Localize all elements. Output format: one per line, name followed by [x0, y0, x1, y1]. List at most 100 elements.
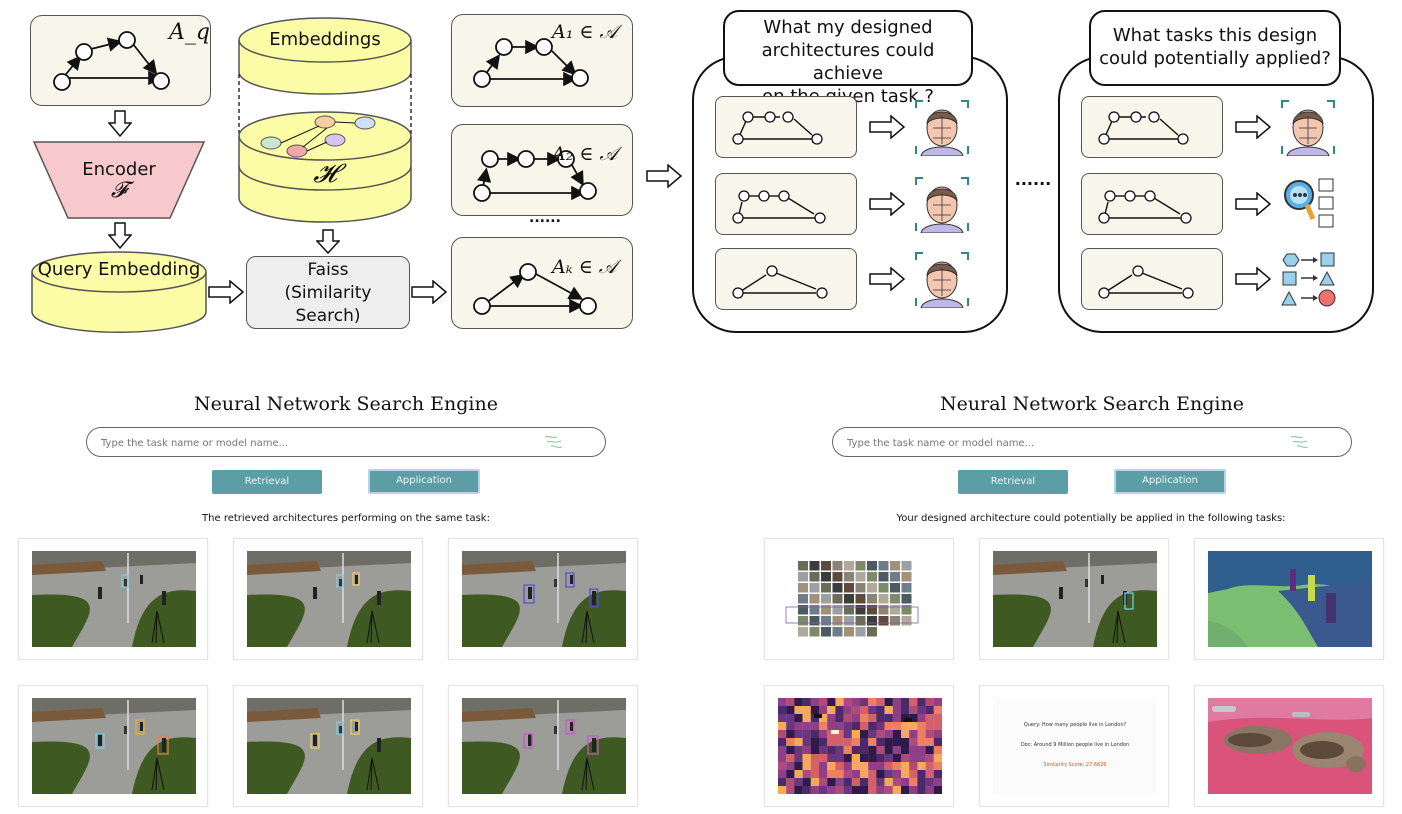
faiss-label-line2: (Similarity [284, 283, 372, 303]
result-architecture-card: A₁ ∈ 𝒜 [451, 14, 633, 107]
encoder-block [32, 141, 206, 219]
result-architecture-graph [473, 150, 597, 202]
results-caption: The retrieved architectures performing o… [202, 513, 490, 524]
application-question-line2: could potentially applied? [1099, 48, 1331, 69]
right-arrow-icon [869, 115, 905, 139]
application-button[interactable]: Application [368, 469, 480, 494]
panel-ellipsis: ...... [1014, 170, 1052, 189]
search-bar[interactable] [832, 427, 1352, 457]
retrieved-result-card[interactable] [233, 685, 423, 807]
engine-title: Neural Network Search Engine [194, 393, 498, 415]
achievement-question-bubble: What my designed architectures could ach… [723, 10, 973, 107]
result-architecture-card: A₂ ∈ 𝒜 [451, 124, 633, 216]
object-tracking-card[interactable] [979, 538, 1169, 660]
right-arrow-icon [646, 164, 682, 188]
results-ellipsis: ...... [529, 210, 561, 226]
mini-architecture-graph [1098, 190, 1192, 224]
mini-architecture-card [1081, 96, 1223, 158]
retrieved-result-card[interactable] [448, 538, 638, 660]
qa-query-text: Query: How many people live in London? [1023, 722, 1127, 728]
surveillance-thumbnail [247, 698, 411, 794]
retrieved-result-card[interactable] [18, 538, 208, 660]
down-arrow-icon [108, 222, 132, 250]
retrieved-result-card[interactable] [448, 685, 638, 807]
right-arrow-icon [411, 280, 447, 304]
query-embedding-db [31, 251, 207, 333]
surveillance-thumbnail [462, 551, 626, 647]
result-architecture-graph [473, 38, 589, 88]
query-embedding-label: Query Embedding [37, 259, 201, 280]
search-bar[interactable] [86, 427, 606, 457]
heatmap-card[interactable] [764, 685, 954, 807]
faiss-label-line1: Faiss [307, 260, 349, 280]
face-recognition-icon [915, 100, 969, 156]
mini-architecture-graph [1098, 265, 1194, 299]
surveillance-thumbnail [32, 551, 196, 647]
embeddings-label: Embeddings [269, 29, 381, 50]
achievement-question-line2: architectures could achieve [761, 40, 935, 84]
right-arrow-icon [869, 192, 905, 216]
retrieval-button[interactable]: Retrieval [958, 470, 1068, 494]
pet-detection-card[interactable] [1194, 685, 1384, 807]
qa-doc-text: Doc: Around 9 Million people live in Lon… [1020, 742, 1130, 748]
faiss-search-block [246, 256, 410, 329]
encoder-label: Encoder [82, 159, 156, 180]
search-input[interactable] [99, 433, 523, 453]
mini-architecture-card [715, 96, 857, 158]
encoder-symbol: 𝓕 [110, 178, 128, 203]
mini-architecture-card [1081, 248, 1223, 310]
result-label: Aₖ ∈ 𝒜 [552, 256, 617, 278]
right-arrow-icon [1235, 192, 1271, 216]
application-question-line1: What tasks this design [1112, 25, 1318, 46]
query-architecture-label: A_q [169, 20, 210, 45]
right-arrow-icon [869, 267, 905, 291]
mini-architecture-card [715, 173, 857, 235]
embedding-database [238, 17, 412, 223]
text-retrieval-card[interactable]: Query: How many people live in London? D… [979, 685, 1169, 807]
results-caption: Your designed architecture could potenti… [896, 513, 1286, 524]
mini-architecture-graph [1098, 111, 1189, 145]
achievement-question-line1: What my designed [763, 17, 933, 38]
segmentation-card[interactable] [1194, 538, 1384, 660]
face-recognition-icon [1281, 100, 1335, 156]
query-architecture-card: A_q [30, 15, 211, 106]
down-arrow-icon [108, 110, 132, 138]
search-doodle-icon[interactable] [543, 433, 565, 453]
qa-score-text: Similarity Score: 27.6826 [1043, 762, 1107, 768]
surveillance-thumbnail [247, 551, 411, 647]
result-label: A₂ ∈ 𝒜 [552, 143, 618, 165]
engine-title: Neural Network Search Engine [940, 393, 1244, 415]
face-recognition-icon [915, 177, 969, 233]
shape-transform-icon [1281, 252, 1336, 307]
query-architecture-graph [53, 31, 170, 91]
qa-thumbnail: Query: How many people live in London? D… [993, 698, 1157, 794]
image-grid-thumbnail [778, 551, 942, 647]
result-architecture-graph [473, 263, 597, 315]
retrieved-result-card[interactable] [233, 538, 423, 660]
image-classification-card[interactable] [764, 538, 954, 660]
application-question-bubble: What tasks this design could potentially… [1089, 10, 1341, 86]
faiss-label-line3: Search) [295, 306, 361, 326]
right-arrow-icon [1235, 267, 1271, 291]
surveillance-thumbnail [462, 698, 626, 794]
retrieval-button[interactable]: Retrieval [212, 470, 322, 494]
search-doodle-icon[interactable] [1289, 433, 1311, 453]
cats-thumbnail [1208, 698, 1372, 794]
search-input[interactable] [845, 433, 1269, 453]
mini-architecture-graph [732, 265, 828, 299]
right-arrow-icon [1235, 115, 1271, 139]
heatmap-thumbnail [778, 698, 942, 794]
document-search-icon [1284, 178, 1334, 228]
right-arrow-icon [208, 280, 244, 304]
mini-architecture-graph [732, 111, 823, 145]
mini-architecture-card [715, 248, 857, 310]
index-symbol: 𝓗 [313, 159, 337, 189]
retrieved-result-card[interactable] [18, 685, 208, 807]
segmentation-thumbnail [1208, 551, 1372, 647]
mini-architecture-card [1081, 173, 1223, 235]
result-label: A₁ ∈ 𝒜 [552, 21, 618, 43]
result-architecture-card: Aₖ ∈ 𝒜 [451, 237, 633, 329]
application-button[interactable]: Application [1114, 469, 1226, 494]
face-recognition-icon [915, 252, 969, 308]
surveillance-thumbnail [32, 698, 196, 794]
